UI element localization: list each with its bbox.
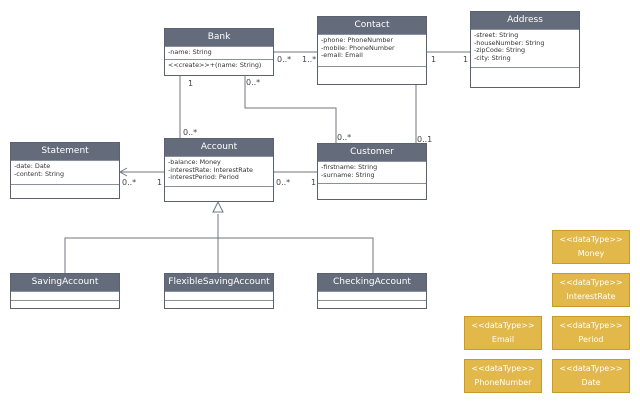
attribute: -city: String <box>474 53 511 62</box>
attribute: -name: String <box>168 48 212 56</box>
stereotype-label: <<dataType>> <box>471 321 535 330</box>
attribute: -firstname: String <box>321 163 378 171</box>
operations: <<create>>+(name: String) <box>165 58 273 72</box>
multiplicity-label: 0..* <box>337 133 352 142</box>
datatype-phonenumber[interactable]: <<dataType>> PhoneNumber <box>464 359 542 393</box>
datatype-name: Email <box>491 335 515 344</box>
multiplicity-label: 0..* <box>122 178 137 187</box>
multiplicity-label: 0..* <box>276 178 291 187</box>
multiplicity-label: 0..1 <box>417 135 433 144</box>
datatype-name: InterestRate <box>566 292 616 301</box>
operations <box>471 67 579 76</box>
attribute: -interestRate: InterestRate <box>168 165 253 174</box>
stereotype-label: <<dataType>> <box>471 364 535 373</box>
attribute: -surname: String <box>321 170 375 179</box>
attribute: -balance: Money <box>168 158 221 166</box>
stereotype-label: <<dataType>> <box>559 364 623 373</box>
multiplicity-label: 1..* <box>302 55 317 64</box>
operations <box>165 300 273 309</box>
multiplicity-label: 1 <box>157 178 163 187</box>
attribute: -interestPeriod: Period <box>168 173 239 182</box>
datatype-email[interactable]: <<dataType>> Email <box>464 316 542 350</box>
attribute: -email: Email <box>321 51 363 60</box>
operations <box>11 300 119 309</box>
datatype-interestrate[interactable]: <<dataType>> InterestRate <box>552 273 630 307</box>
customer-class[interactable]: Customer -firstname: String -surname: St… <box>317 143 427 200</box>
stereotype-label: <<dataType>> <box>559 278 623 287</box>
attribute: -content: String <box>14 169 65 178</box>
attributes: -date: Date -content: String <box>11 160 119 184</box>
checking-account-class[interactable]: CheckingAccount <box>317 273 427 309</box>
multiplicity-label: 1 <box>311 178 317 187</box>
attributes: -street: String -houseNumber: String -zi… <box>471 29 579 67</box>
attributes: -phone: PhoneNumber -mobile: PhoneNumber… <box>318 34 426 66</box>
multiplicity-label: 1 <box>431 55 437 64</box>
multiplicity-label: 0..* <box>277 55 292 64</box>
multiplicity-label: 1 <box>188 79 194 88</box>
generalization-triangle <box>212 200 224 213</box>
class-name: Account <box>165 139 273 156</box>
bank-customer-association <box>244 76 337 143</box>
stereotype-label: <<dataType>> <box>559 235 623 244</box>
bank-class[interactable]: Bank -name: String <<create>>+(name: Str… <box>164 28 274 76</box>
class-name: CheckingAccount <box>318 274 426 291</box>
operations <box>11 184 119 193</box>
attributes: -balance: Money -interestRate: InterestR… <box>165 156 273 186</box>
class-name: Customer <box>318 144 426 161</box>
attribute: -phone: PhoneNumber <box>321 36 393 44</box>
operations <box>165 186 273 195</box>
datatype-date[interactable]: <<dataType>> Date <box>552 359 630 393</box>
attribute: -zipCode: String <box>474 46 526 55</box>
operations <box>318 66 426 75</box>
multiplicity-label: 0..* <box>246 78 261 87</box>
stereotype-label: <<dataType>> <box>559 321 623 330</box>
attribute: -street: String <box>474 31 519 39</box>
attribute: -mobile: PhoneNumber <box>321 43 395 52</box>
saving-account-class[interactable]: SavingAccount <box>10 273 120 309</box>
class-name: Contact <box>318 17 426 34</box>
attributes <box>11 291 119 300</box>
attributes: -firstname: String -surname: String <box>318 161 426 183</box>
datatype-money[interactable]: <<dataType>> Money <box>552 230 630 264</box>
contact-class[interactable]: Contact -phone: PhoneNumber -mobile: Pho… <box>317 16 427 85</box>
attributes: -name: String <box>165 46 273 59</box>
datatype-period[interactable]: <<dataType>> Period <box>552 316 630 350</box>
class-name: Statement <box>11 143 119 160</box>
attributes <box>318 291 426 300</box>
generalization-branch <box>64 237 374 273</box>
account-class[interactable]: Account -balance: Money -interestRate: I… <box>164 138 274 202</box>
operation: <<create>>+(name: String) <box>168 60 262 69</box>
datatype-name: Period <box>578 335 604 344</box>
multiplicity-label: 1 <box>463 55 469 64</box>
operations <box>318 300 426 309</box>
datatype-name: Date <box>581 378 601 387</box>
address-class[interactable]: Address -street: String -houseNumber: St… <box>470 11 580 88</box>
attributes <box>165 291 273 300</box>
class-name: SavingAccount <box>11 274 119 291</box>
statement-arrow-head <box>118 167 128 177</box>
attribute: -houseNumber: String <box>474 38 545 47</box>
statement-class[interactable]: Statement -date: Date -content: String <box>10 142 120 199</box>
datatype-name: PhoneNumber <box>474 378 532 387</box>
class-name: Address <box>471 12 579 29</box>
datatype-name: Money <box>577 249 605 258</box>
flexible-saving-account-class[interactable]: FlexibleSavingAccount <box>164 273 274 309</box>
multiplicity-label: 0..* <box>183 128 198 137</box>
class-name: Bank <box>165 29 273 46</box>
attribute: -date: Date <box>14 162 51 170</box>
class-name: FlexibleSavingAccount <box>165 274 273 291</box>
operations <box>318 183 426 192</box>
